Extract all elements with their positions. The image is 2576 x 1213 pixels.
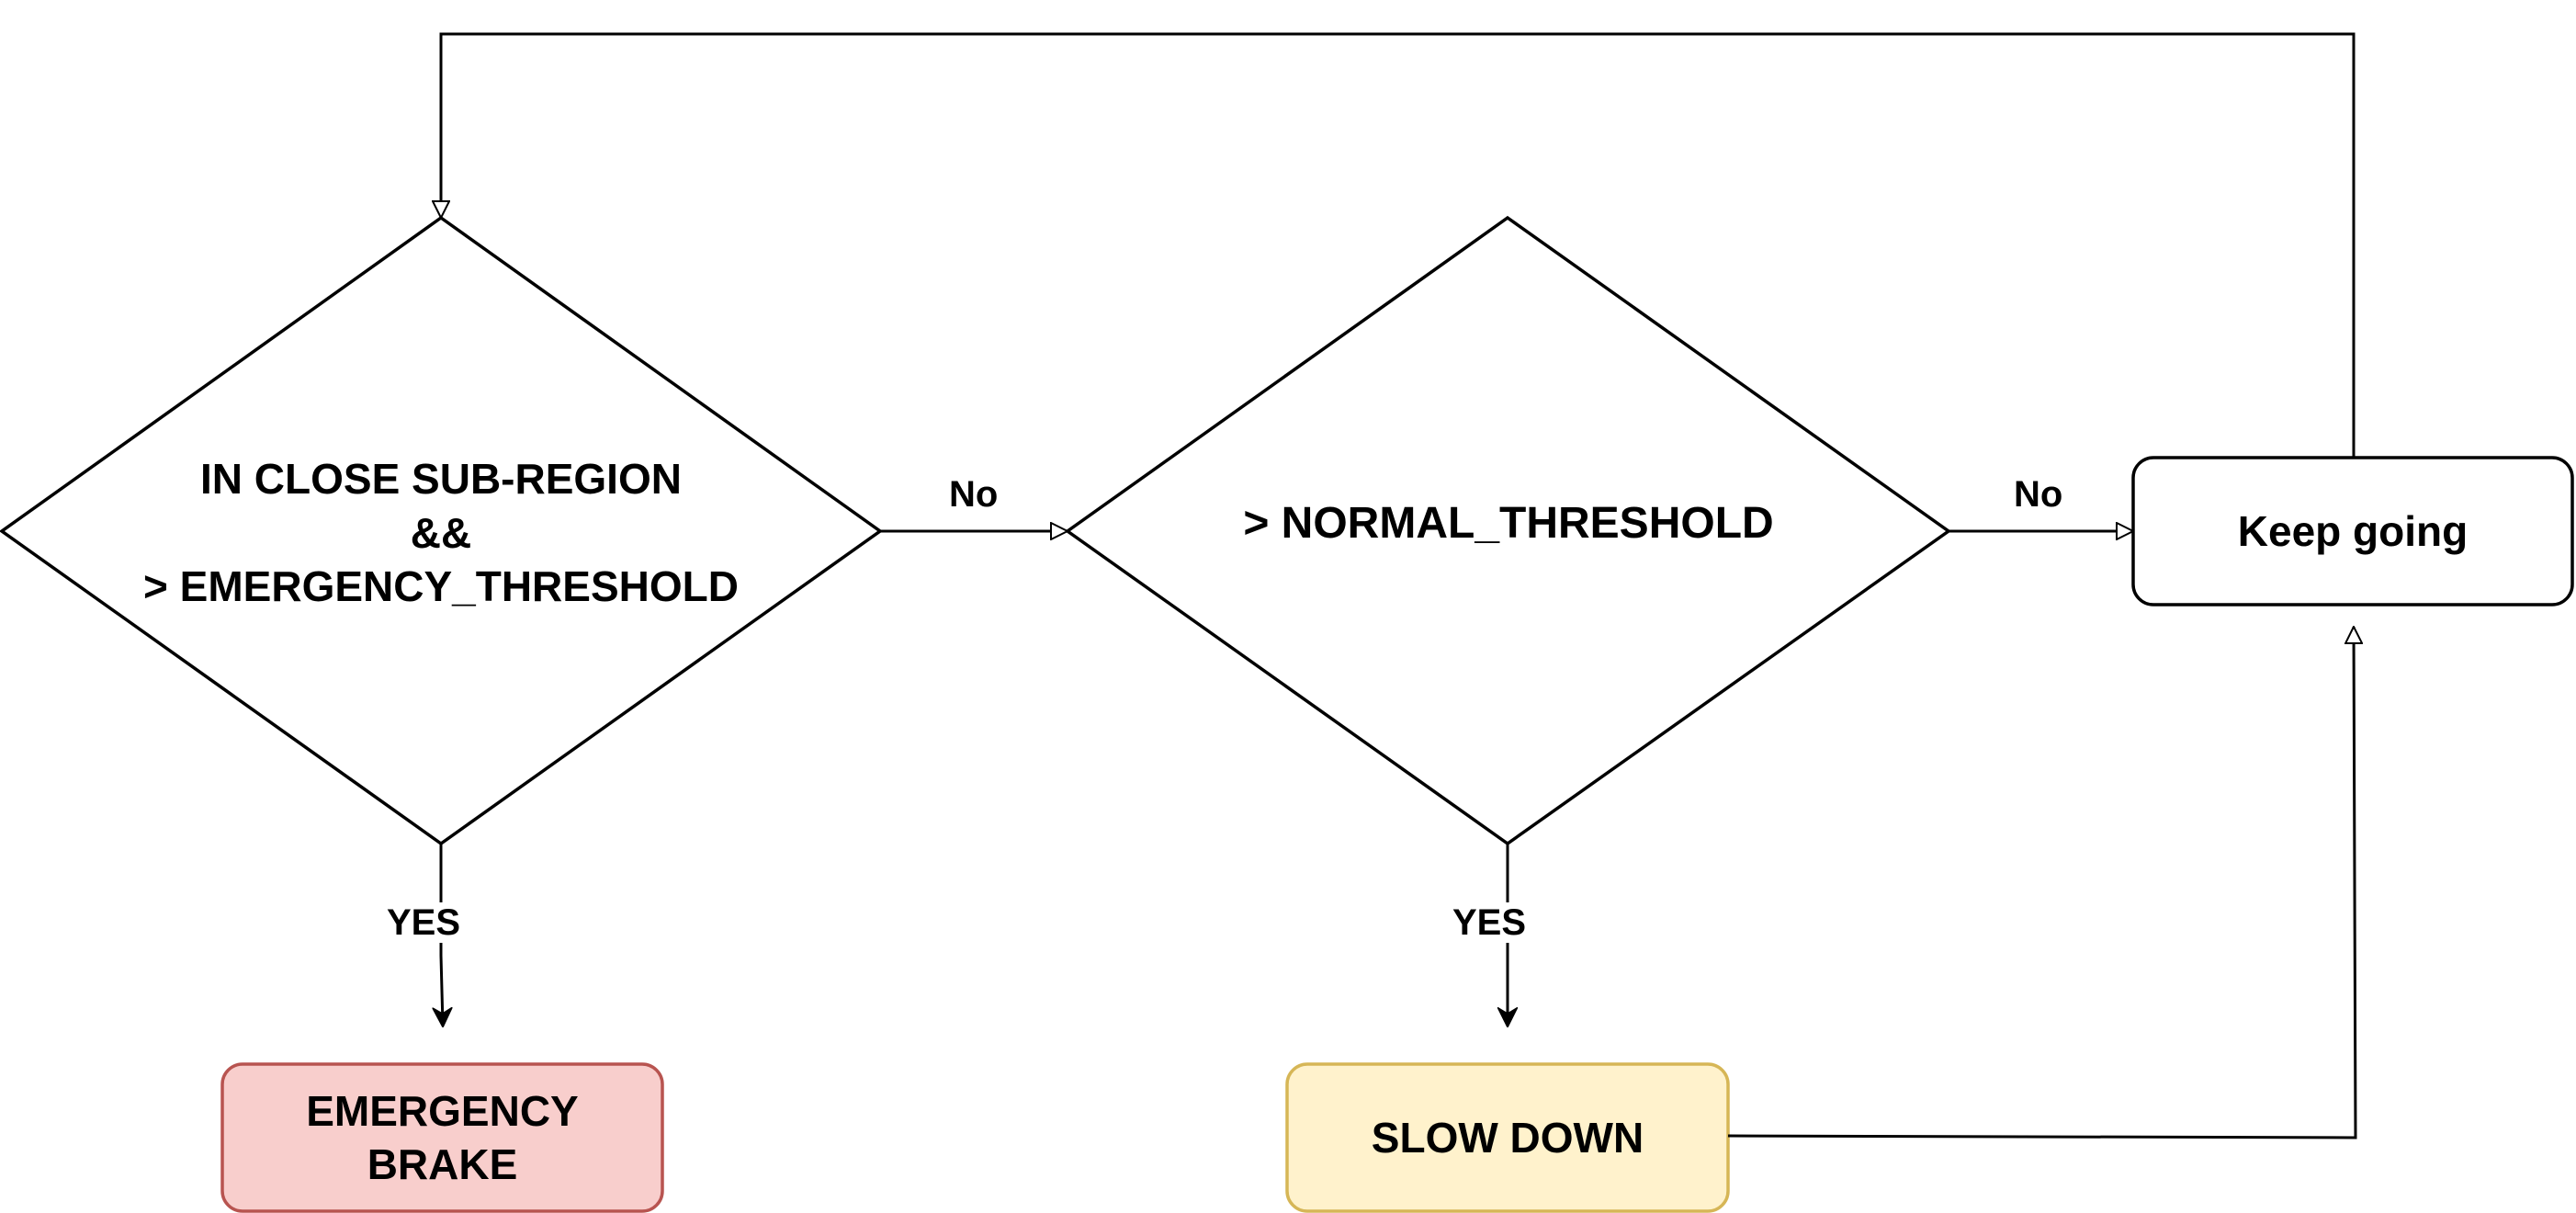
edge-label-no-2: No [2014,474,2063,515]
emergency-brake-box [220,1062,664,1213]
slow-down-text: SLOW DOWN [1371,1113,1644,1162]
emergency-brake-line-1: EMERGENCY [306,1086,579,1135]
slow-down-label: SLOW DOWN [1287,1064,1728,1211]
edge-slow-down-to-keep-going [1727,627,2356,1139]
emergency-brake-line-2: BRAKE [367,1140,518,1188]
decision-emergency-label: IN CLOSE SUB-REGION && > EMERGENCY_THRES… [55,423,827,643]
emergency-brake-label: EMERGENCY BRAKE [222,1064,662,1211]
keep-going-label: Keep going [2133,458,2572,605]
decision-emergency-line-3: > EMERGENCY_THRESHOLD [143,562,739,611]
edge-label-no-1: No [949,474,999,515]
decision-emergency-line-2: && [410,508,472,557]
edge-keep-going-loop-back [441,32,2356,458]
edge-label-yes-1: YES [387,902,461,943]
decision-normal-label: > NORMAL_THRESHOLD [1123,487,1894,561]
edge-label-yes-2: YES [1452,902,1527,943]
decision-normal-text: > NORMAL_THRESHOLD [1243,498,1774,548]
edge-yes-to-emergency-brake [441,844,443,1026]
keep-going-text: Keep going [2237,506,2469,555]
decision-emergency-line-1: IN CLOSE SUB-REGION [200,455,682,504]
slow-down-box [1285,1062,1730,1213]
